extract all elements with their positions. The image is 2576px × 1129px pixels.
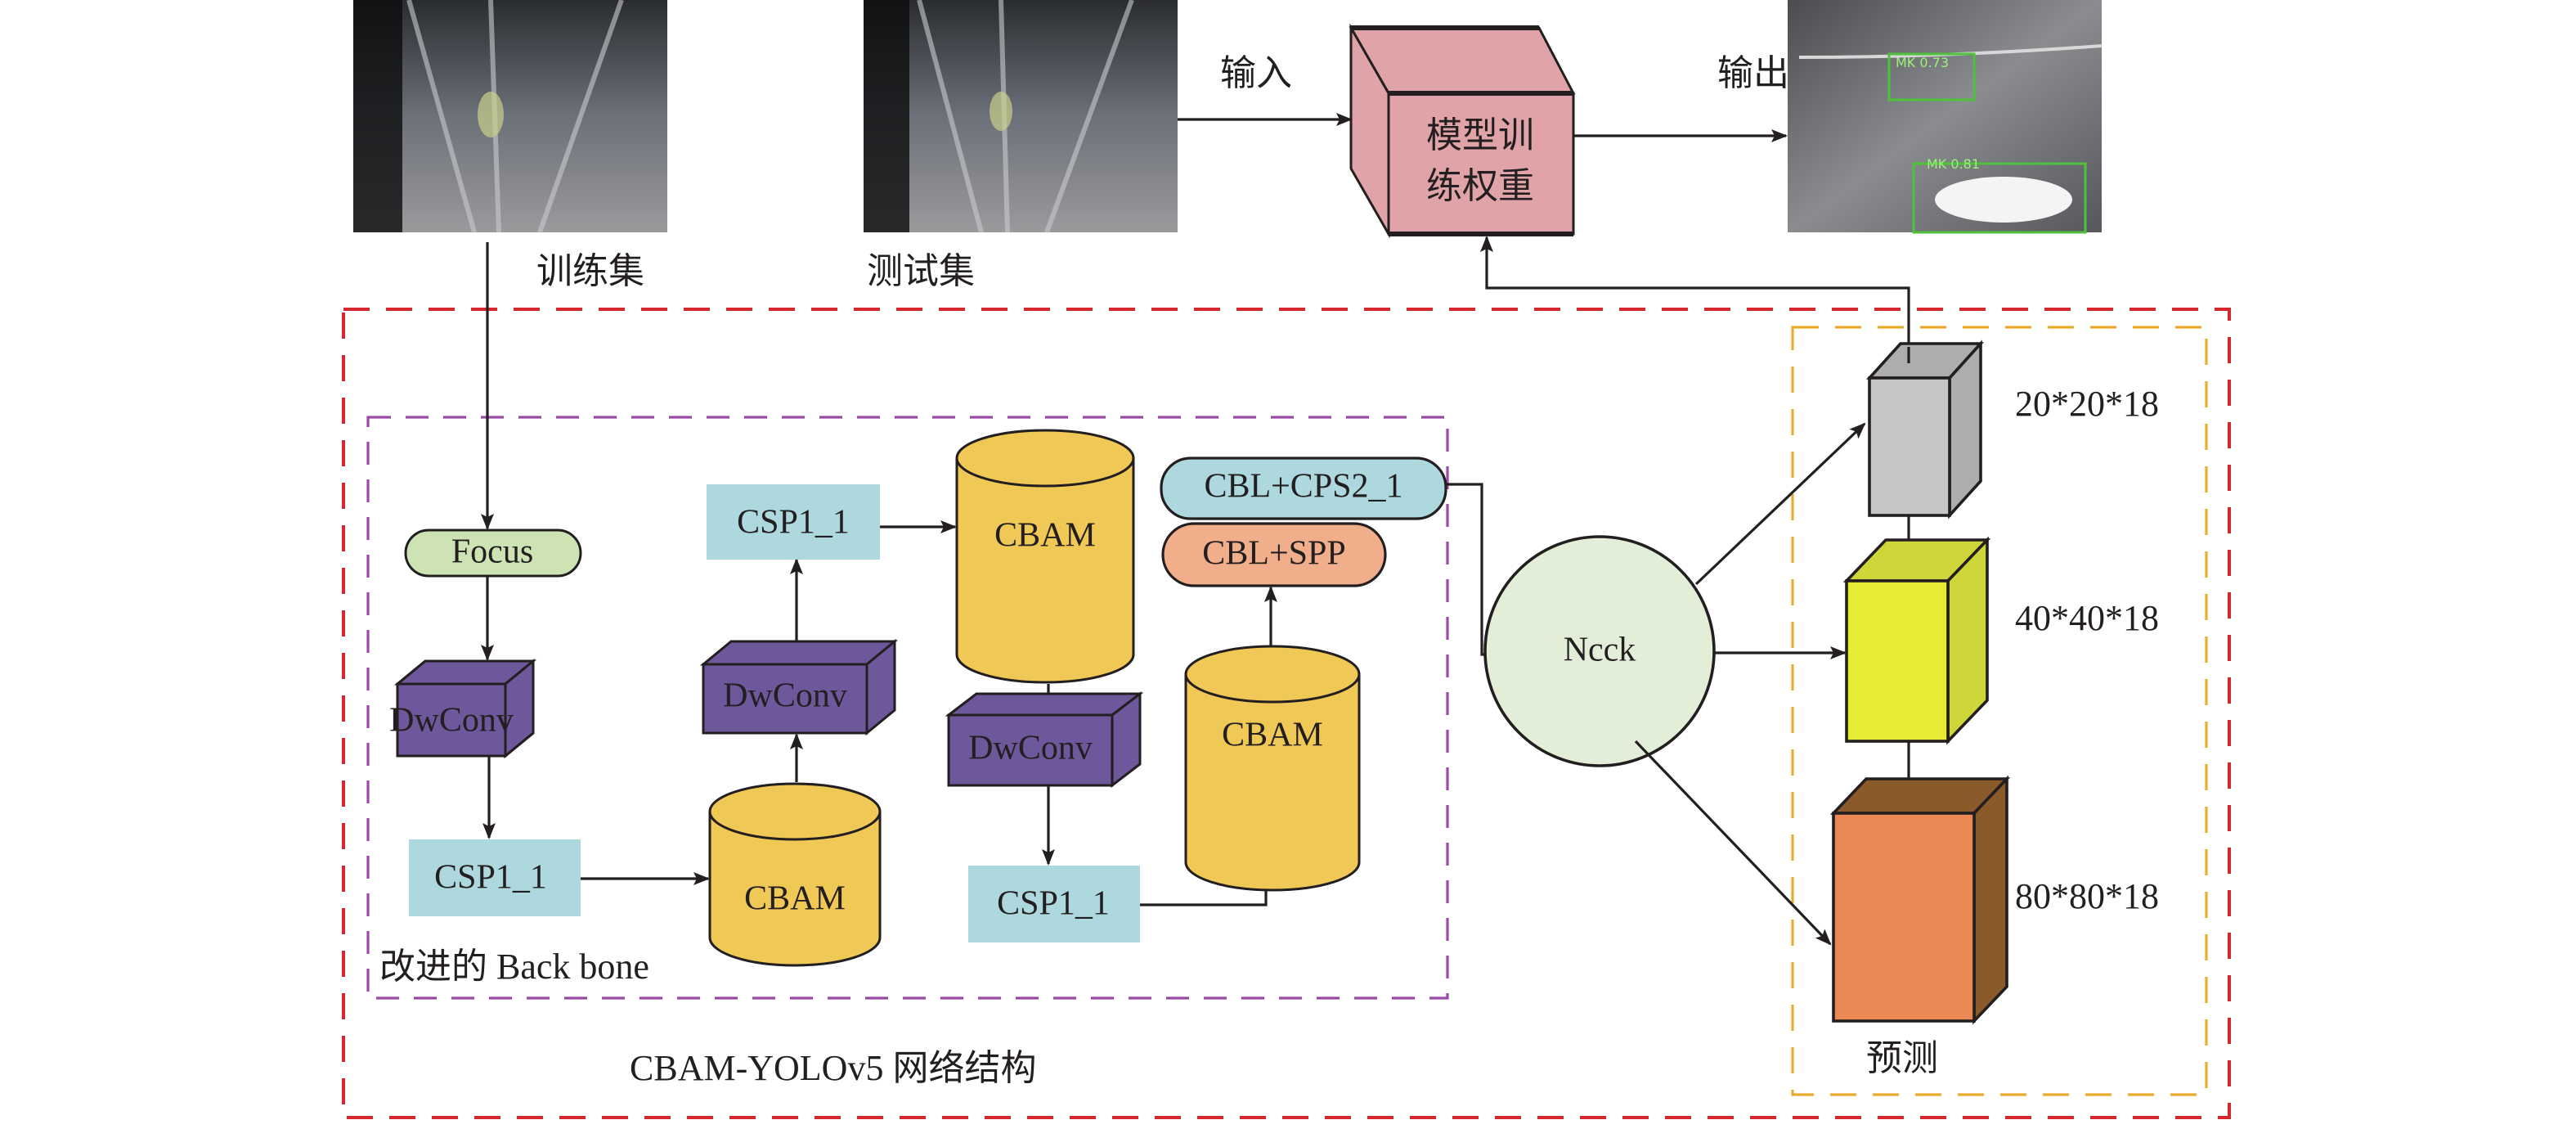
cbam-block-3 bbox=[1184, 645, 1361, 892]
backbone-border bbox=[366, 416, 1449, 1000]
train-set-label: 训练集 bbox=[536, 251, 644, 291]
csp-label-3: CSP1_1 bbox=[997, 885, 1110, 923]
cbl-cps-block bbox=[1160, 457, 1447, 520]
model-box-line2: 练权重 bbox=[1426, 166, 1534, 206]
neck-to-80-arrow bbox=[1634, 740, 1832, 946]
input-label: 输入 bbox=[1220, 53, 1292, 93]
network-caption: CBAM-YOLOv5 网络结构 bbox=[630, 1048, 1036, 1088]
cbam-block-2 bbox=[955, 429, 1135, 684]
detection-box bbox=[1912, 162, 2087, 234]
prediction-border bbox=[1791, 326, 2208, 1096]
output-detection-image: MK 0.73 MK 0.81 bbox=[1788, 0, 2103, 234]
dwconv-block-1 bbox=[393, 658, 537, 759]
csp-block-1 bbox=[409, 839, 581, 916]
detection-label: MK 0.81 bbox=[1927, 156, 1980, 172]
csp-block-3 bbox=[968, 866, 1140, 942]
neck-to-20-arrow bbox=[1694, 422, 1866, 586]
cbl-cps-label: CBL+CPS2_1 bbox=[1204, 468, 1402, 506]
output-size-20: 20*20*18 bbox=[2015, 384, 2159, 424]
neck-circle bbox=[1483, 535, 1716, 767]
detection-label: MK 0.73 bbox=[1896, 55, 1949, 70]
backbone-title: 改进的 Back bone bbox=[379, 947, 649, 987]
output-cube-80 bbox=[1829, 775, 2011, 1025]
dwconv-block-2 bbox=[699, 638, 899, 736]
prediction-label: 预测 bbox=[1866, 1038, 1938, 1078]
test-image bbox=[864, 0, 1178, 234]
cbl-spp-block bbox=[1161, 522, 1387, 587]
feedback-arrow bbox=[1480, 236, 1910, 347]
network-border bbox=[342, 308, 2231, 1119]
test-set-label: 测试集 bbox=[867, 251, 975, 291]
focus-block bbox=[404, 529, 582, 578]
cbam-block-1 bbox=[708, 782, 882, 967]
output-cube-40 bbox=[1842, 536, 1991, 745]
dwconv-label-2: DwConv bbox=[723, 677, 847, 715]
dwconv-label-3: DwConv bbox=[968, 730, 1093, 767]
csp-block-2 bbox=[707, 484, 880, 560]
csp-label-1: CSP1_1 bbox=[434, 859, 547, 897]
dwconv-label-1: DwConv bbox=[389, 702, 514, 740]
cbam-label-3: CBAM bbox=[1222, 717, 1323, 754]
output-cube-20 bbox=[1865, 340, 1985, 520]
cbam-label-1: CBAM bbox=[744, 880, 846, 918]
dwconv-block-3 bbox=[945, 690, 1144, 789]
csp-label-2: CSP1_1 bbox=[737, 504, 850, 542]
output-size-80: 80*80*18 bbox=[2015, 876, 2159, 916]
neck-label: Ncck bbox=[1564, 632, 1636, 669]
cbl-spp-label: CBL+SPP bbox=[1202, 535, 1345, 573]
detection-box bbox=[1887, 52, 1976, 101]
training-image bbox=[353, 0, 667, 233]
output-label: 输出 bbox=[1717, 53, 1789, 93]
model-box-line1: 模型训 bbox=[1426, 115, 1534, 155]
output-size-40: 40*40*18 bbox=[2015, 598, 2159, 638]
cbam-label-2: CBAM bbox=[994, 517, 1096, 555]
focus-label: Focus bbox=[451, 533, 533, 571]
